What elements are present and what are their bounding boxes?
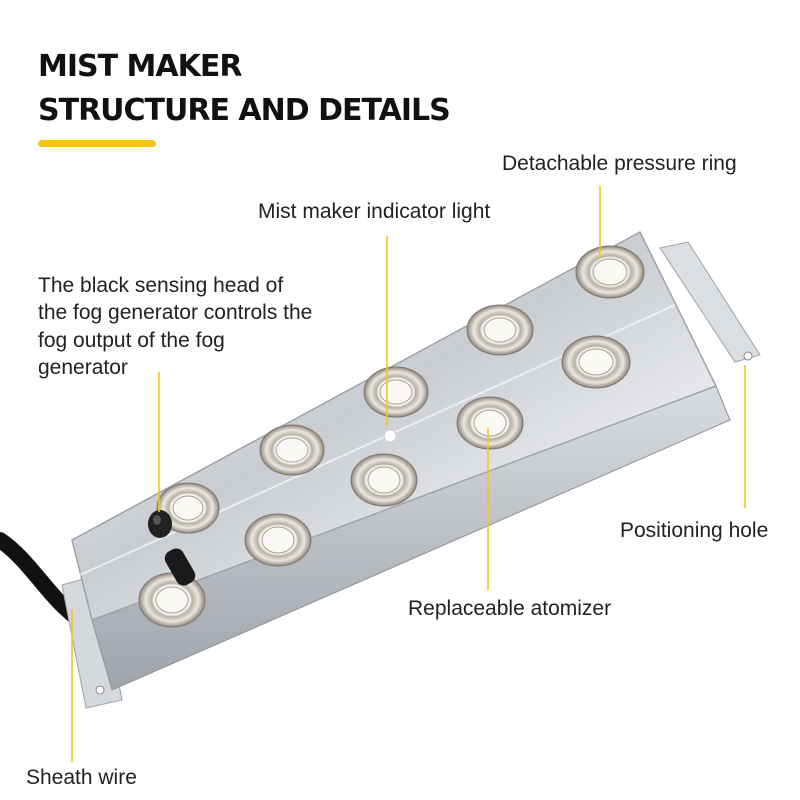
leader-lines xyxy=(71,186,746,762)
atomizer-ring xyxy=(244,513,312,567)
label-sensing-head: The black sensing head of the fog genera… xyxy=(38,274,313,379)
label-atomizer: Replaceable atomizer xyxy=(408,597,612,620)
atomizer-rings xyxy=(138,245,645,628)
atomizer-ring xyxy=(259,424,325,476)
title-line-1: MIST MAKER xyxy=(38,49,242,84)
housing-top xyxy=(71,230,718,621)
atomizer-ring xyxy=(156,482,220,534)
positioning-hole xyxy=(743,351,753,361)
mounting-flange-right xyxy=(659,241,761,363)
atomizer-ring xyxy=(138,572,206,628)
label-sheath-wire: Sheath wire xyxy=(26,766,137,789)
positioning-hole-left xyxy=(95,685,105,695)
indicator-light xyxy=(383,429,397,443)
atomizer-ring xyxy=(363,366,429,418)
atomizer-ring xyxy=(350,453,418,507)
title-line-2: STRUCTURE AND DETAILS xyxy=(38,93,451,128)
label-indicator-light: Mist maker indicator light xyxy=(258,200,491,223)
label-positioning-hole: Positioning hole xyxy=(620,519,769,542)
title-accent-bar xyxy=(38,140,156,147)
atomizer-ring xyxy=(561,335,631,389)
atomizer-ring xyxy=(456,396,524,450)
label-pressure-ring: Detachable pressure ring xyxy=(502,152,737,175)
atomizer-ring xyxy=(575,245,645,299)
atomizer-ring xyxy=(466,304,534,356)
sensing-head xyxy=(148,510,196,586)
